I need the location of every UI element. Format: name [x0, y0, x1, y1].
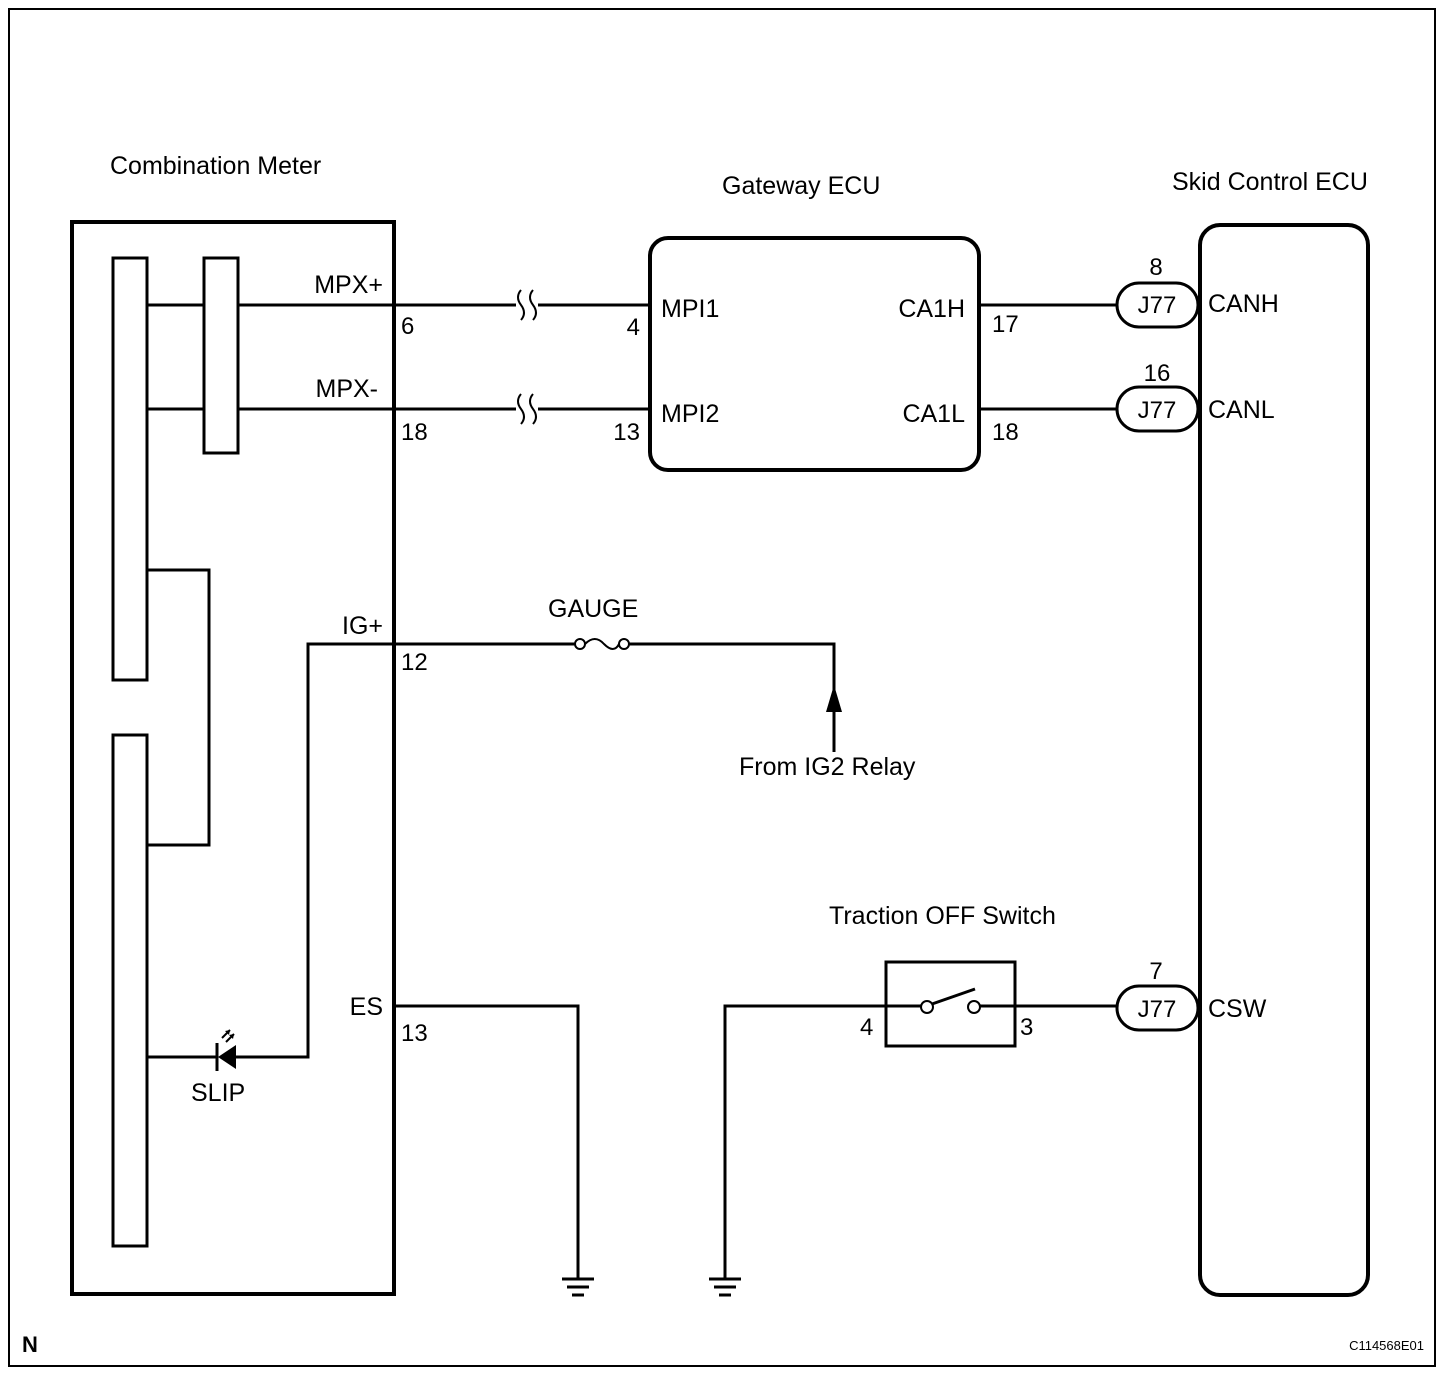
gauge-fuse-icon: [574, 638, 630, 650]
mpx-minus-pin: 18: [401, 419, 428, 446]
canl-pin: 16: [1144, 360, 1171, 387]
traction-off-switch-box: [884, 960, 1017, 1048]
csw-label: CSW: [1208, 995, 1267, 1023]
ca1h-pin: 17: [992, 311, 1019, 338]
j77-csw-label: J77: [1138, 996, 1177, 1023]
es-pin: 13: [401, 1020, 428, 1047]
csw-pin: 7: [1149, 958, 1162, 985]
ca1l-label: CA1L: [902, 400, 965, 428]
es-label: ES: [350, 993, 383, 1021]
combination-meter-title: Combination Meter: [110, 152, 321, 180]
canh-pin: 8: [1149, 254, 1162, 281]
diagram-frame: [8, 8, 1436, 1367]
corner-mark: N: [22, 1332, 38, 1357]
j77-connector-csw: [1115, 984, 1200, 1032]
mpi1-pin: 4: [627, 314, 640, 341]
ground-icon-es: [562, 1277, 594, 1297]
wire-break-mark-mpx-plus: [517, 289, 537, 321]
wire-break-mark-mpx-minus: [517, 393, 537, 425]
meter-internal-bar-upper: [111, 256, 149, 682]
slip-led-icon: [215, 1029, 236, 1071]
skid-control-ecu-title: Skid Control ECU: [1172, 168, 1368, 196]
switch-pin-right: 3: [1020, 1014, 1033, 1041]
ca1l-pin: 18: [992, 419, 1019, 446]
slip-label: SLIP: [191, 1079, 245, 1107]
power-source-label: From IG2 Relay: [739, 753, 916, 781]
meter-ig-plus-internal: [236, 642, 394, 1059]
ca1h-label: CA1H: [898, 295, 965, 323]
es-ground-wire: [394, 1004, 580, 1278]
gauge-fuse-label: GAUGE: [548, 595, 638, 623]
ig-plus-label: IG+: [342, 612, 383, 640]
j77-canl-label: J77: [1138, 397, 1177, 424]
meter-internal-bar-lower: [111, 733, 149, 1248]
canh-label: CANH: [1208, 290, 1279, 318]
mpx-minus-label: MPX-: [316, 375, 379, 403]
figure-code: C114568E01: [1349, 1338, 1424, 1353]
mpi2-pin: 13: [613, 419, 640, 446]
switch-icon: [886, 987, 1015, 1014]
j77-connector-canl: [1115, 385, 1200, 433]
canl-label: CANL: [1208, 396, 1275, 424]
mpx-plus-label: MPX+: [314, 271, 383, 299]
meter-internal-link: [147, 568, 211, 847]
mpx-plus-pin: 6: [401, 313, 414, 340]
skid-control-ecu-box: [1198, 223, 1370, 1297]
switch-pin-left: 4: [860, 1014, 873, 1041]
mpi1-label: MPI1: [661, 295, 719, 323]
ground-icon-switch: [709, 1277, 741, 1297]
j77-connector-canh: [1115, 281, 1200, 329]
arrow-up-icon: [826, 685, 842, 752]
j77-canh-label: J77: [1138, 292, 1177, 319]
ig-plus-pin: 12: [401, 649, 428, 676]
ig-plus-wire: [394, 642, 836, 702]
traction-off-switch-title: Traction OFF Switch: [829, 902, 1056, 930]
meter-internal-bar-interface: [202, 256, 240, 455]
switch-ground-wire: [723, 1004, 886, 1278]
gateway-ecu-title: Gateway ECU: [722, 172, 880, 200]
gateway-ecu-box: [648, 236, 981, 472]
mpi2-label: MPI2: [661, 400, 719, 428]
